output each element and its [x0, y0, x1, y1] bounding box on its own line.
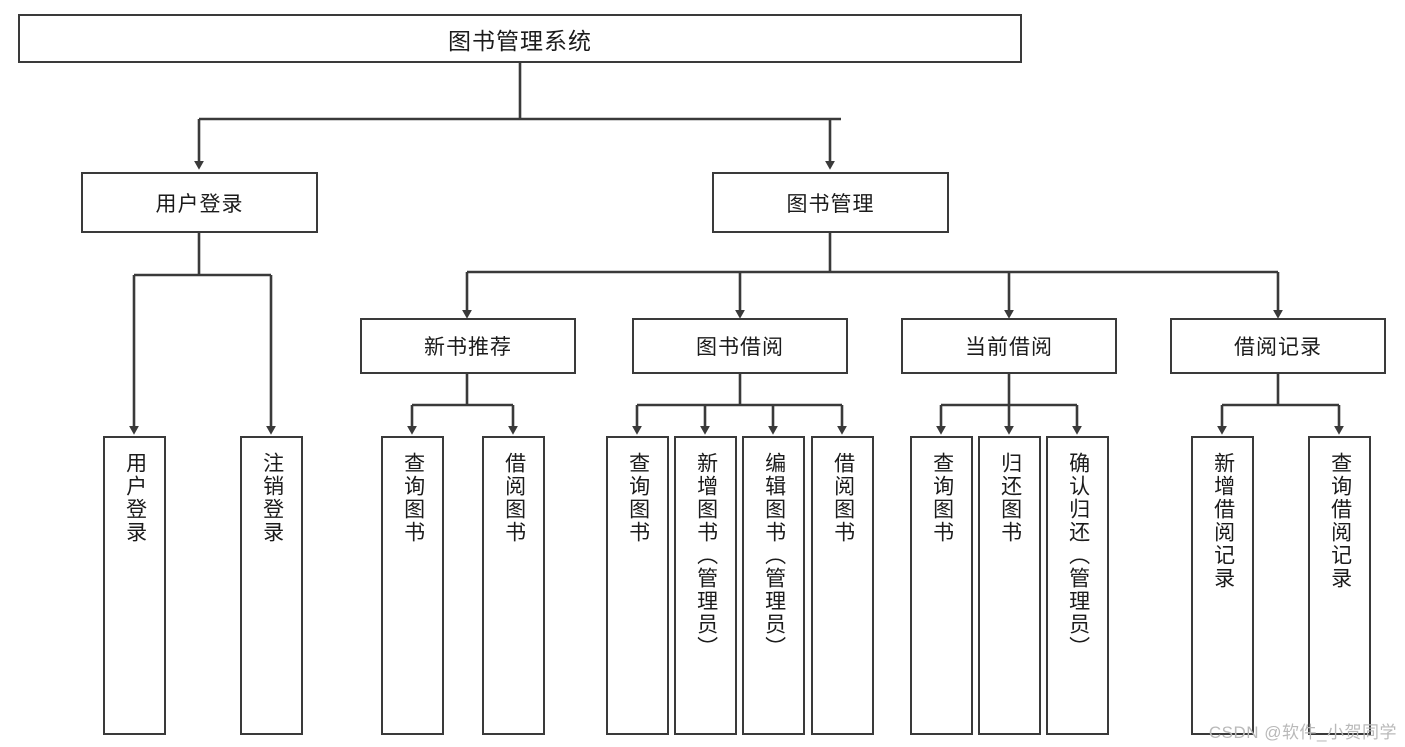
node-book-manage[interactable]: 图书管理: [712, 172, 949, 233]
leaf-query-book-1-label: 查询图书: [401, 452, 425, 544]
node-book-manage-label: 图书管理: [786, 192, 875, 216]
leaf-user-login[interactable]: 用户登录: [103, 436, 166, 735]
leaf-borrow-book-1[interactable]: 借阅图书: [482, 436, 545, 735]
leaf-add-record-label: 新增借阅记录: [1211, 452, 1235, 590]
leaf-logout[interactable]: 注销登录: [240, 436, 303, 735]
leaf-add-book[interactable]: 新增图书（管理员）: [674, 436, 737, 735]
leaf-query-record[interactable]: 查询借阅记录: [1308, 436, 1371, 735]
leaf-confirm-return[interactable]: 确认归还（管理员）: [1046, 436, 1109, 735]
leaf-borrow-book-1-label: 借阅图书: [502, 452, 526, 544]
node-current-borrow[interactable]: 当前借阅: [901, 318, 1117, 374]
node-user-login-label: 用户登录: [155, 192, 244, 216]
node-root-label: 图书管理系统: [448, 27, 592, 54]
leaf-query-book-3-label: 查询图书: [930, 452, 954, 544]
node-new-book-recommend[interactable]: 新书推荐: [360, 318, 576, 374]
leaf-add-book-label: 新增图书（管理员）: [694, 452, 718, 659]
node-borrow-record-label: 借阅记录: [1234, 336, 1322, 359]
leaf-query-book-3[interactable]: 查询图书: [910, 436, 973, 735]
node-user-login[interactable]: 用户登录: [81, 172, 318, 233]
leaf-query-record-label: 查询借阅记录: [1328, 452, 1352, 590]
leaf-return-book-label: 归还图书: [998, 452, 1022, 544]
leaf-edit-book-label: 编辑图书（管理员）: [762, 452, 786, 659]
leaf-add-record[interactable]: 新增借阅记录: [1191, 436, 1254, 735]
node-current-borrow-label: 当前借阅: [965, 336, 1053, 359]
leaf-return-book[interactable]: 归还图书: [978, 436, 1041, 735]
leaf-query-book-2[interactable]: 查询图书: [606, 436, 669, 735]
leaf-borrow-book-2[interactable]: 借阅图书: [811, 436, 874, 735]
node-book-borrow-label: 图书借阅: [696, 336, 784, 359]
node-new-book-recommend-label: 新书推荐: [424, 336, 512, 359]
node-root[interactable]: 图书管理系统: [18, 14, 1022, 63]
leaf-user-login-label: 用户登录: [123, 452, 147, 544]
leaf-borrow-book-2-label: 借阅图书: [831, 452, 855, 544]
leaf-edit-book[interactable]: 编辑图书（管理员）: [742, 436, 805, 735]
leaf-confirm-return-label: 确认归还（管理员）: [1066, 452, 1090, 659]
leaf-logout-label: 注销登录: [260, 452, 284, 544]
node-borrow-record[interactable]: 借阅记录: [1170, 318, 1386, 374]
watermark: CSDN @软件_小贺同学: [1208, 723, 1397, 742]
leaf-query-book-2-label: 查询图书: [626, 452, 650, 544]
leaf-query-book-1[interactable]: 查询图书: [381, 436, 444, 735]
node-book-borrow[interactable]: 图书借阅: [632, 318, 848, 374]
